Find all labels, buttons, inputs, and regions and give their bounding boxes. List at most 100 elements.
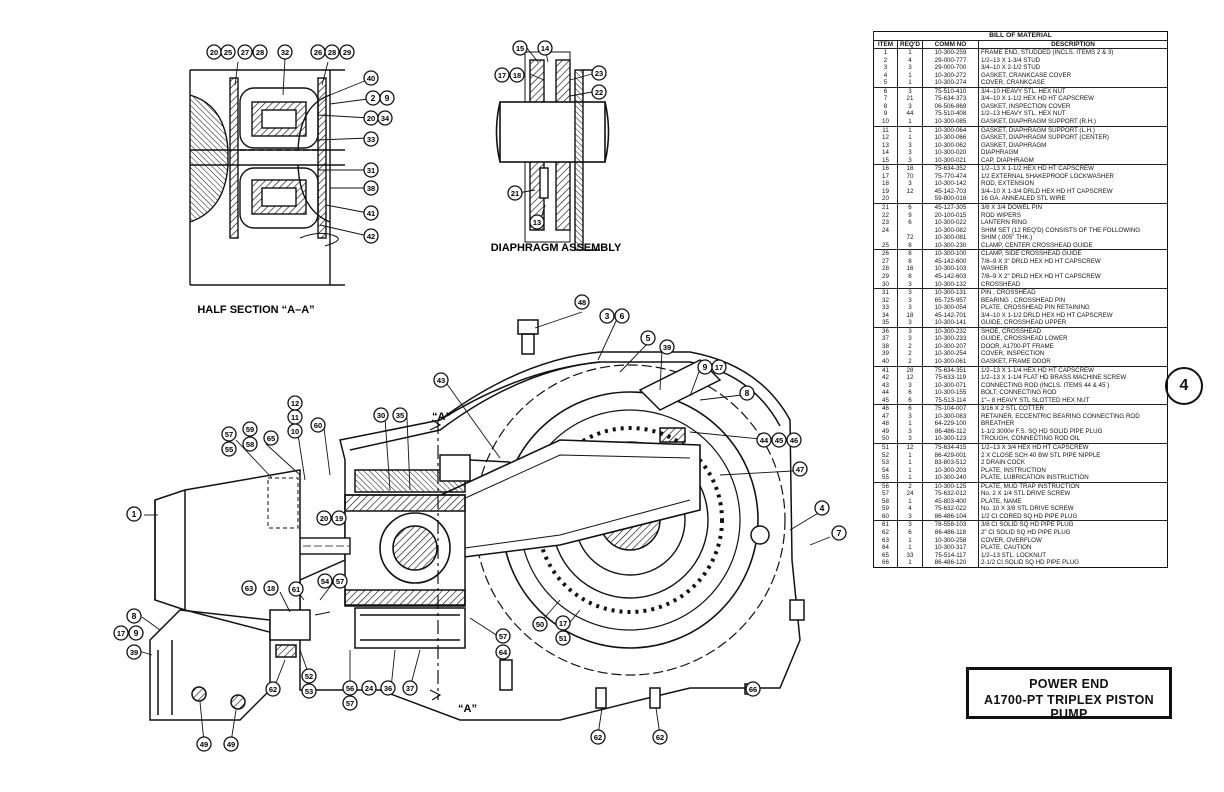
- bom-reqd: 2: [897, 481, 923, 491]
- callout-bubble: [361, 680, 377, 696]
- bom-item: 51: [873, 442, 898, 452]
- bom-comm-no: 10-300-083: [921, 412, 979, 421]
- callout-label: 57: [499, 632, 507, 641]
- bom-reqd: 3: [897, 280, 923, 289]
- callout-label: 20: [210, 48, 218, 57]
- bom-description: 2" CI SOLID SQ HD PIPE PLUG: [977, 529, 1168, 537]
- bom-reqd: 1: [897, 474, 923, 483]
- bom-reqd: 3: [897, 520, 923, 529]
- callout-bubble: [301, 668, 317, 684]
- bom-comm-no: 75-104-007: [921, 404, 979, 413]
- bom-reqd: 3: [897, 288, 923, 297]
- bom-reqd: 8: [897, 249, 923, 258]
- callout-label: 26: [314, 48, 322, 57]
- bom-item: 63: [882, 536, 889, 544]
- bom-reqd: 6: [897, 404, 923, 413]
- bom-description: No. 2 X 1/4 STL DRIVE SCREW: [977, 490, 1168, 498]
- bom-header-item: ITEM: [873, 40, 898, 50]
- bom-description: 1/2 EXTERNAL SHAKEPROOF LOCKWASHER: [977, 172, 1168, 181]
- callout-bubble: [252, 44, 268, 60]
- bom-item: 11: [873, 125, 898, 135]
- bom-description: No. 10 X 3/8 STL DRIVE SCREW: [977, 505, 1168, 513]
- bom-comm-no: 10-300-103: [921, 265, 979, 273]
- bom-title: BILL OF MATERIAL: [873, 31, 1168, 41]
- bom-description: RETAINER, ECCENTRIC BEARING CONNECTING R…: [977, 412, 1168, 421]
- callout-bubble: [242, 436, 258, 452]
- callout-label: 33: [367, 135, 375, 144]
- callout-label: 32: [281, 48, 289, 57]
- callout-label: 49: [200, 740, 208, 749]
- callout-label: 14: [541, 44, 550, 53]
- callout-label: 9: [134, 628, 139, 638]
- bom-reqd: 3: [897, 381, 923, 390]
- bom-reqd: 1: [897, 536, 923, 545]
- bom-comm-no: 10-300-131: [921, 288, 979, 297]
- callout-bubble: [363, 180, 379, 196]
- callout-bubble: [380, 680, 396, 696]
- callout-bubble: [555, 630, 571, 646]
- bom-reqd: 3: [897, 296, 923, 305]
- bom-reqd: 6: [897, 396, 923, 405]
- callout-bubble: [640, 330, 656, 346]
- bom-reqd: 3: [897, 304, 923, 312]
- bom-item: 34: [882, 311, 889, 319]
- callout-bubble: [756, 432, 772, 448]
- bom-item: 42: [882, 374, 889, 382]
- bom-item: 23: [882, 219, 889, 227]
- callout-bubble: [494, 67, 510, 83]
- bom-description: BREATHER: [977, 420, 1168, 428]
- bom-comm-no: 10-300-081: [921, 234, 979, 242]
- callout-bubble: [529, 214, 545, 230]
- bom-reqd: 3: [897, 427, 923, 436]
- main-section-view: [149, 319, 805, 721]
- bom-description: 3/4–10 X 1-1/2 HEX HD HT CAPSCREW: [977, 95, 1168, 103]
- bom-description: COVER, CRANKCASE: [977, 79, 1168, 88]
- bom-comm-no: 75-510-410: [921, 86, 979, 96]
- bom-comm-no: 29-000-777: [921, 56, 979, 65]
- bom-reqd: [897, 226, 923, 235]
- bom-item: 37: [882, 335, 889, 343]
- bom-item: 27: [882, 257, 889, 265]
- bom-reqd: 1: [897, 544, 923, 552]
- bom-reqd: 12: [897, 187, 923, 196]
- bom-comm-no: 10-300-071: [921, 381, 979, 390]
- bom-comm-no: 10-300-240: [921, 474, 979, 483]
- callout-bubble: [555, 615, 571, 631]
- callout-bubble: [363, 131, 379, 147]
- bom-reqd: 1: [897, 466, 923, 475]
- callout-bubble: [363, 70, 379, 86]
- bom-reqd: 21: [897, 95, 923, 103]
- callout-bubble: [591, 84, 607, 100]
- bom-comm-no: 75-770-474: [921, 172, 979, 181]
- callout-bubble: [495, 628, 511, 644]
- callout-bubble: [745, 681, 761, 697]
- bom-reqd: [897, 195, 923, 204]
- callout-bubble: [532, 616, 548, 632]
- callout-bubble: [277, 44, 293, 60]
- bom-reqd: 16: [897, 265, 923, 273]
- bom-reqd: 33: [897, 551, 923, 560]
- bom-reqd: 1: [897, 125, 923, 135]
- bom-item: 58: [882, 497, 889, 505]
- callout-label: 62: [269, 685, 277, 694]
- bom-item: 28: [882, 265, 889, 273]
- bom-reqd: 1: [897, 118, 923, 127]
- callout-bubble: [814, 500, 830, 516]
- bom-description: FRAME END, STUDDED (INCLS. ITEMS 2 & 3): [977, 48, 1168, 57]
- title-line-1: POWER END: [1029, 677, 1109, 691]
